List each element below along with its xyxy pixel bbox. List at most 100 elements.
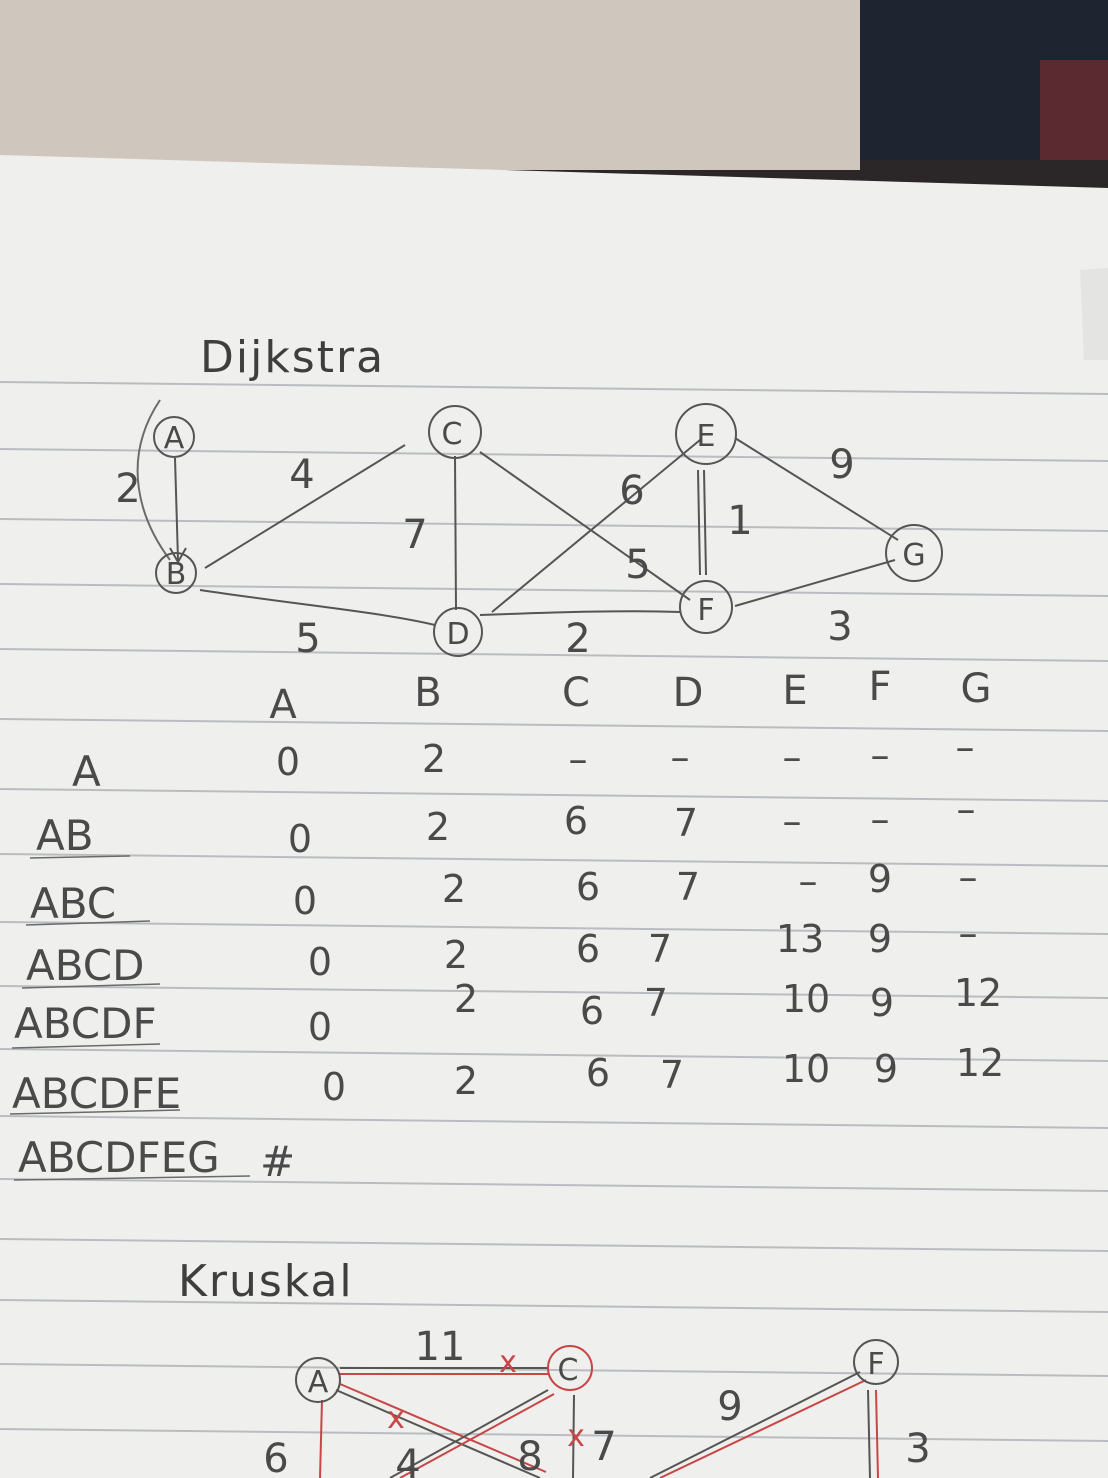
kweight: 11 <box>415 1324 466 1370</box>
edge-EF-2 <box>703 469 707 576</box>
ruled-line <box>0 1178 1108 1192</box>
table-cell: 2 <box>444 933 468 977</box>
table-cell: 2 <box>442 867 466 911</box>
edge-DE <box>491 439 701 613</box>
table-cell: – <box>783 735 802 779</box>
table-cell: 2 <box>454 977 478 1021</box>
weight-BD: 5 <box>295 616 320 662</box>
background-object-red <box>1040 60 1108 160</box>
table-cell: 2 <box>454 1059 478 1103</box>
table-cell: – <box>957 787 976 831</box>
table-cell: 2 <box>426 805 450 849</box>
table-cell: 0 <box>308 940 332 984</box>
node-E-circle <box>675 403 737 465</box>
table-cell: 7 <box>660 1053 684 1097</box>
page-edge <box>1080 268 1108 360</box>
col-header-A: A <box>269 682 297 728</box>
ruled-line <box>0 921 1108 935</box>
col-header-B: B <box>414 670 441 716</box>
ruled-line <box>0 1428 1108 1442</box>
kruskal-node-circles <box>295 1339 899 1403</box>
table-cell: – <box>959 855 978 899</box>
knode-F: F <box>867 1347 884 1382</box>
kedge-F-diag-pencil <box>649 1371 861 1478</box>
edge-DF <box>479 610 681 616</box>
row-label: ABC <box>30 879 116 928</box>
table-cell: – <box>569 737 588 781</box>
ruled-line <box>0 1048 1108 1062</box>
cross-mark: x <box>387 1401 405 1436</box>
table-cell: 6 <box>576 865 600 909</box>
ruled-line <box>0 1115 1108 1129</box>
table-cell: 6 <box>580 989 604 1033</box>
table-cell: 2 <box>422 737 446 781</box>
weight-AB: 2 <box>115 466 140 512</box>
edge-EG <box>734 437 899 541</box>
kedge-F-down-red <box>875 1389 879 1478</box>
kweight: 6 <box>263 1436 288 1478</box>
col-header-C: C <box>562 670 590 716</box>
table-cell: 9 <box>868 917 892 961</box>
node-D: D <box>446 617 469 652</box>
knode-A-circle <box>295 1357 341 1403</box>
paper-sheet <box>0 155 1108 1478</box>
table-cell: – <box>871 733 890 777</box>
table-cell: 9 <box>874 1047 898 1091</box>
dijkstra-row-labels: A AB ABC ABCD ABCDF ABCDFE ABCDFEG # <box>12 747 295 1186</box>
table-cell: 0 <box>308 1005 332 1049</box>
table-cell: – <box>671 735 690 779</box>
kruskal-title: Kruskal <box>178 1256 354 1307</box>
table-cell: 0 <box>288 817 312 861</box>
table-cell: 13 <box>776 917 824 961</box>
table-cell: – <box>871 797 890 841</box>
weight-CF: 5 <box>625 542 650 588</box>
table-cell: 10 <box>782 1047 830 1091</box>
knode-C-circle <box>547 1345 593 1391</box>
ruled-line <box>0 518 1108 532</box>
knode-A: A <box>308 1365 329 1400</box>
table-cell: 10 <box>782 977 830 1021</box>
ruled-line <box>0 648 1108 662</box>
ruled-line <box>0 381 1108 395</box>
dijkstra-edges <box>136 399 899 626</box>
row-label: ABCDFE <box>12 1069 181 1118</box>
row-label: ABCDFEG <box>18 1133 220 1182</box>
kedge-A-diag-red <box>339 1383 547 1473</box>
weight-BC: 4 <box>289 452 314 498</box>
col-header-D: D <box>673 670 704 716</box>
table-cell: 9 <box>870 981 894 1025</box>
col-header-F: F <box>868 664 891 710</box>
edge-BC <box>204 444 406 569</box>
background-wall <box>0 0 860 170</box>
table-cell: 12 <box>956 1041 1004 1085</box>
table-cell: 7 <box>648 927 672 971</box>
weight-EG: 9 <box>829 442 854 488</box>
row-label: ABCD <box>26 941 144 990</box>
row-label: ABCDF <box>14 999 157 1048</box>
knode-F-circle <box>853 1339 899 1385</box>
node-B-circle <box>155 552 197 594</box>
kweight: 9 <box>717 1384 742 1430</box>
table-cell: – <box>783 799 802 843</box>
node-A: A <box>164 421 185 456</box>
edge-FG <box>734 559 896 607</box>
edge-BD <box>199 589 436 626</box>
edge-CF <box>479 451 691 601</box>
ruled-line <box>0 1363 1108 1377</box>
table-cell: 0 <box>276 740 300 784</box>
dijkstra-title: Dijkstra <box>200 332 385 383</box>
node-A-circle <box>153 416 195 458</box>
kedge-F-diag-red <box>659 1379 867 1478</box>
edge-AB-curve <box>136 399 171 561</box>
ruled-line <box>0 788 1108 802</box>
table-cell: 6 <box>586 1051 610 1095</box>
table-cell: 9 <box>868 857 892 901</box>
ruled-line <box>0 853 1108 867</box>
ruled-line <box>0 1238 1108 1252</box>
node-C: C <box>442 417 463 452</box>
dijkstra-node-labels: A B C D E F G <box>164 417 926 652</box>
kedge-C-diag-pencil <box>389 1389 549 1478</box>
weight-FG: 3 <box>827 604 852 650</box>
cross-mark: x <box>567 1419 585 1454</box>
kruskal-edges <box>319 1367 879 1478</box>
